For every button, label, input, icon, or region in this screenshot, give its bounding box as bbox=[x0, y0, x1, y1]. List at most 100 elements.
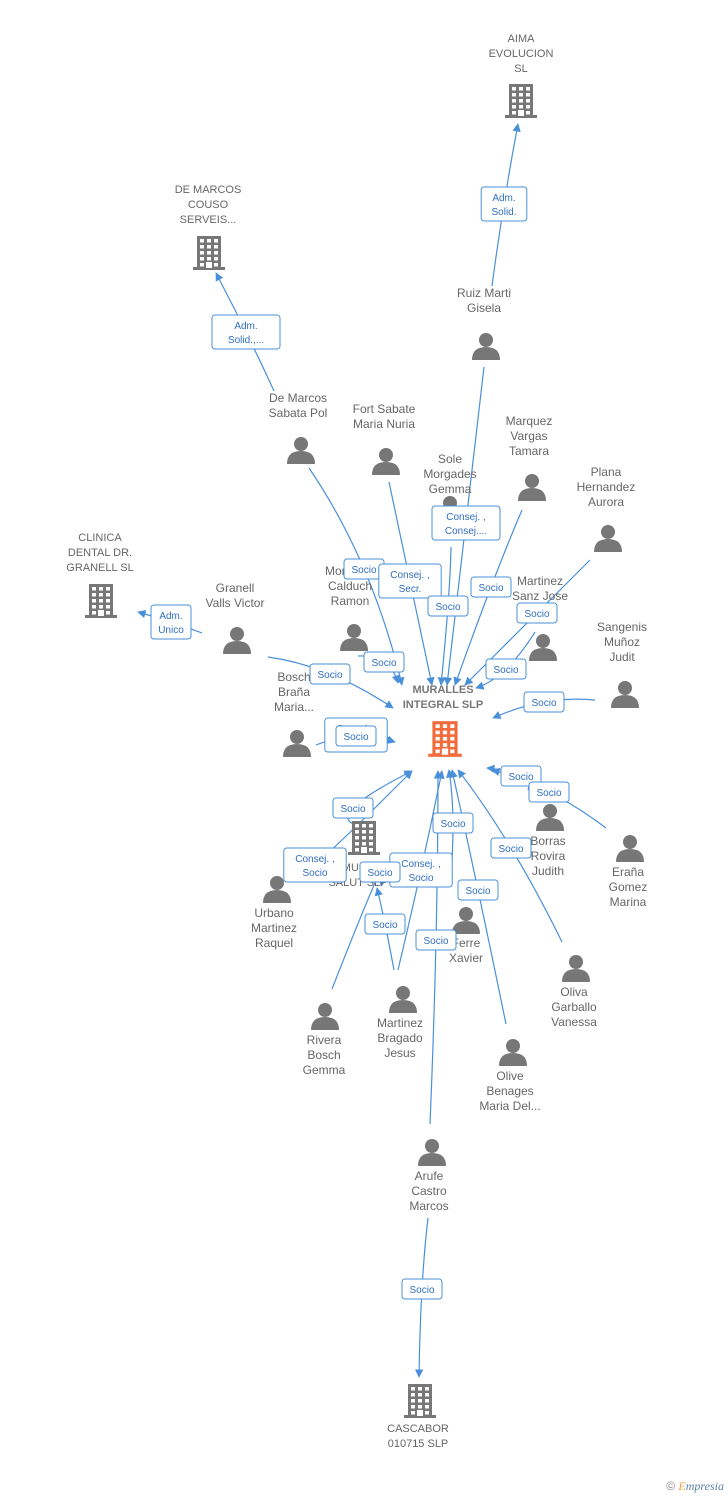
node-label: Judit bbox=[609, 650, 635, 664]
building-icon bbox=[193, 236, 225, 270]
edge-label[interactable]: Socio bbox=[516, 602, 558, 624]
edge-label[interactable]: Socio bbox=[500, 765, 542, 787]
edge-label[interactable]: Socio bbox=[490, 837, 532, 859]
node-label: Arufe bbox=[415, 1169, 444, 1183]
node-label: Calduch bbox=[328, 579, 372, 593]
person-icon bbox=[418, 1139, 446, 1166]
edge-label-box bbox=[490, 837, 532, 859]
edge-label[interactable]: Adm.Solid. bbox=[480, 186, 528, 222]
edge-label[interactable]: Socio bbox=[359, 861, 401, 883]
copyright-symbol: © bbox=[666, 1479, 676, 1493]
node-demarcoscouso[interactable]: DE MARCOSCOUSOSERVEIS... bbox=[175, 184, 242, 270]
building-icon bbox=[428, 721, 462, 757]
person-icon bbox=[452, 907, 480, 934]
node-label: Fort Sabate bbox=[353, 402, 416, 416]
node-label: Bosch bbox=[307, 1048, 340, 1062]
person-icon bbox=[372, 448, 400, 475]
edge-label[interactable]: Adm.Unico bbox=[150, 604, 192, 640]
edge-label[interactable]: Socio bbox=[309, 663, 351, 685]
person-icon bbox=[283, 730, 311, 757]
node-label: CLINICA bbox=[78, 532, 122, 544]
node-label: Judith bbox=[532, 864, 564, 878]
edge-label[interactable]: Socio bbox=[470, 576, 512, 598]
building-icon bbox=[348, 821, 380, 855]
person-icon bbox=[536, 804, 564, 831]
edge-label[interactable]: Consej. ,Socio bbox=[283, 847, 347, 883]
node-label: Jesus bbox=[384, 1046, 415, 1060]
edge-label-box bbox=[378, 563, 442, 599]
edge-label[interactable]: Socio bbox=[415, 929, 457, 951]
node-label: Ramon bbox=[331, 594, 370, 608]
node-label: Oliva bbox=[560, 985, 588, 999]
edge-label-box bbox=[363, 651, 405, 673]
edge-label-box bbox=[500, 765, 542, 787]
edge-label-text: Socio bbox=[317, 670, 342, 681]
brand-logo: Empresia bbox=[678, 1479, 724, 1493]
node-label: Gemma bbox=[429, 482, 472, 496]
edge-label-text: Secr. bbox=[399, 584, 422, 595]
edge-label[interactable]: Socio bbox=[432, 812, 474, 834]
person-icon bbox=[518, 474, 546, 501]
edge-label-text: Socio bbox=[371, 658, 396, 669]
edge-label-text: Socio bbox=[423, 936, 448, 947]
node-label: Rivera bbox=[307, 1033, 342, 1047]
node-label: Tamara bbox=[509, 444, 549, 458]
edge-label-box bbox=[415, 929, 457, 951]
edge-label[interactable]: Socio bbox=[427, 595, 469, 617]
node-label: Granell bbox=[216, 581, 255, 595]
edge-label[interactable]: Consej. ,Socio bbox=[389, 852, 453, 888]
person-icon bbox=[562, 955, 590, 982]
node-label: De Marcos bbox=[269, 391, 327, 405]
node-label: Urbano bbox=[254, 906, 294, 920]
edge-label[interactable]: Socio bbox=[363, 651, 405, 673]
edge-label[interactable]: Consej. ,Consej.... bbox=[431, 505, 501, 541]
node-label: Borras bbox=[530, 834, 565, 848]
edge-label[interactable]: Consej. ,Secr. bbox=[378, 563, 442, 599]
edge-label-box bbox=[309, 663, 351, 685]
edge-label-box bbox=[470, 576, 512, 598]
edge-label[interactable]: Socio bbox=[335, 725, 377, 747]
edge-label[interactable]: Socio bbox=[528, 781, 570, 803]
node-label: Sangenis bbox=[597, 620, 647, 634]
node-label: Xavier bbox=[449, 951, 483, 965]
footer-brand[interactable]: © Empresia bbox=[666, 1479, 724, 1494]
node-label: Gemma bbox=[303, 1063, 346, 1077]
edge-label-box bbox=[485, 658, 527, 680]
node-label: Marquez bbox=[506, 414, 553, 428]
edge-label[interactable]: Socio bbox=[332, 797, 374, 819]
edge-label[interactable]: Adm.Solid.,... bbox=[211, 314, 281, 350]
node-label: Hernandez bbox=[577, 480, 636, 494]
node-label: Braña bbox=[278, 685, 310, 699]
node-bosch[interactable]: BoschBrañaMaria... bbox=[274, 670, 314, 757]
edge-label[interactable]: Socio bbox=[343, 558, 385, 580]
edge-label-text: Solid. bbox=[491, 207, 516, 218]
edge-label[interactable]: Socio bbox=[364, 913, 406, 935]
edge-label[interactable]: Socio bbox=[457, 879, 499, 901]
building-icon bbox=[404, 1384, 436, 1418]
edge-label[interactable]: Socio bbox=[485, 658, 527, 680]
edge-label[interactable]: Socio bbox=[523, 691, 565, 713]
edge-label[interactable]: Socio bbox=[401, 1278, 443, 1300]
